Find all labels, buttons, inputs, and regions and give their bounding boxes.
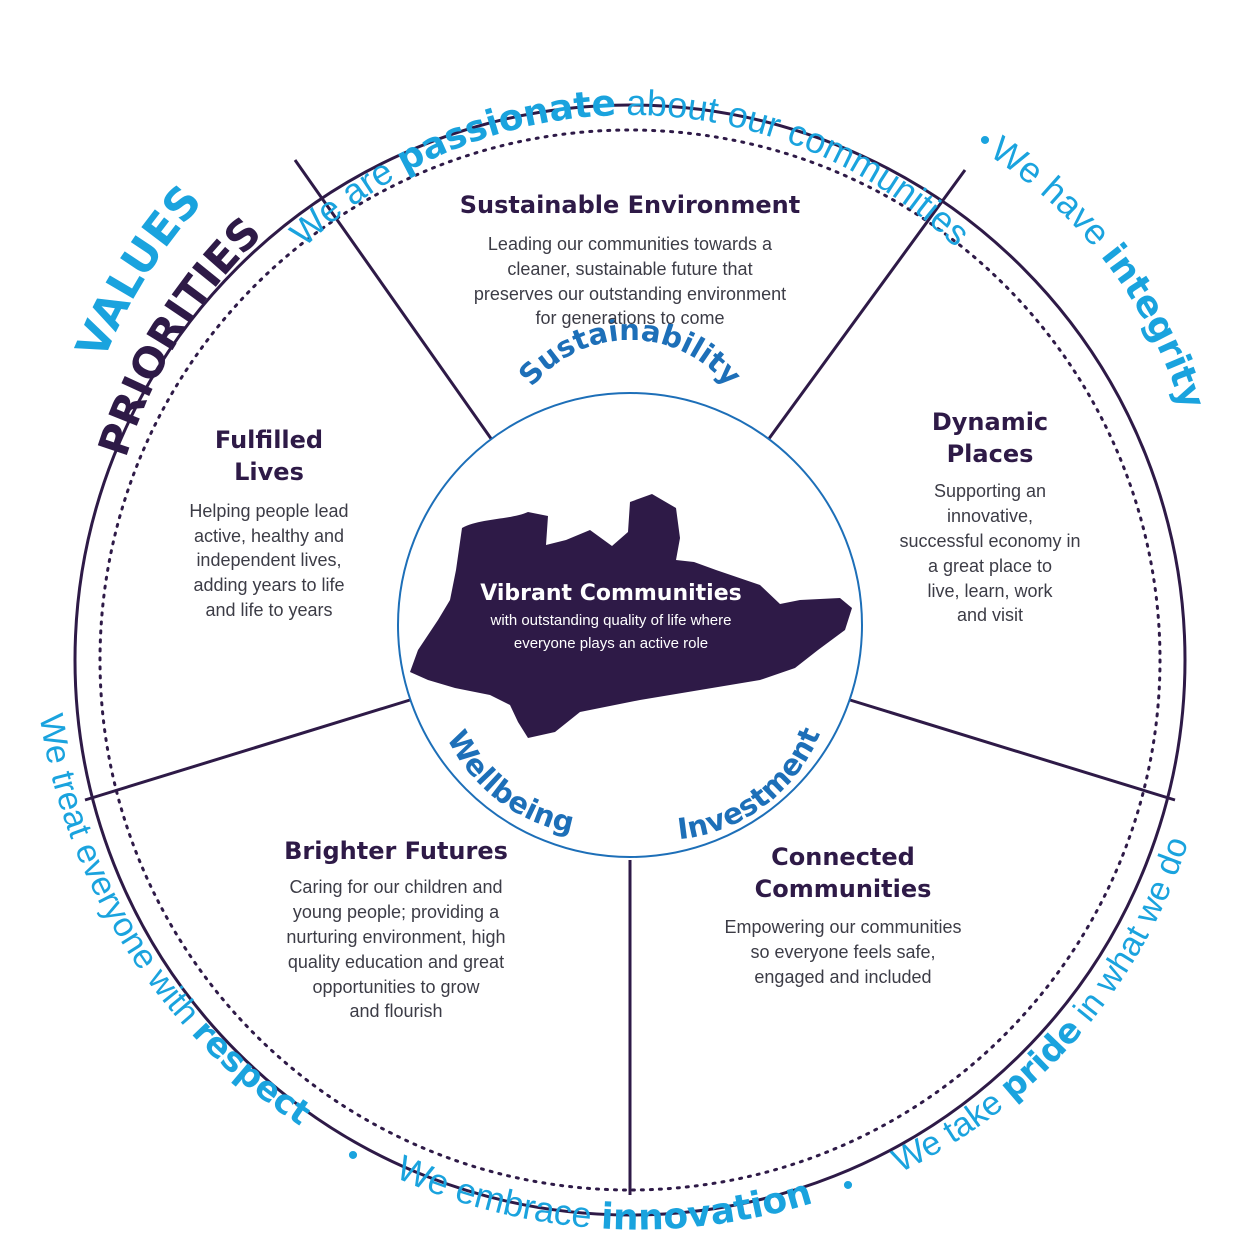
segment-title-line-2: Lives [234,458,304,486]
outer-ring [73,103,1187,1217]
segment-desc-line: and visit [957,605,1023,625]
segment-desc-line: Supporting an [934,481,1046,501]
segment-title-line-1: Fulfilled [215,426,323,454]
segment-title-line-2: Places [947,440,1034,468]
segment-desc-line: Leading our communities towards a [488,234,773,254]
value-prefix: We are [282,145,409,254]
region-map-shape [410,494,852,738]
value-prefix: We treat everyone with [32,711,213,1039]
segment-desc-line: young people; providing a [293,902,500,922]
value-respect: We treat everyone with respect [32,711,318,1134]
value-keyword: pride [992,1010,1090,1108]
separator-dot: • [348,1139,359,1172]
segment-desc-line: Caring for our children and [289,877,502,897]
separator-dot: • [980,124,991,157]
segment-desc-line: quality education and great [288,952,504,972]
center-title: Vibrant Communities [480,581,742,606]
segment-desc-line: for generations to come [535,308,724,328]
segment-desc-line: and life to years [205,600,332,620]
segment-title: Brighter Futures [284,837,508,865]
value-prefix: We take [886,1078,1017,1180]
segment-desc-line: opportunities to grow [312,977,480,997]
value-prefix: We have [984,128,1126,261]
segment-desc-line: cleaner, sustainable future that [507,259,752,279]
segment-desc-line: and flourish [349,1001,442,1021]
segment-fulfilled-lives: Fulfilled Lives Helping people lead acti… [189,426,348,620]
segment-desc-line: live, learn, work [927,581,1053,601]
segment-dividers [84,159,1176,1195]
center-description-line-2: everyone plays an active role [514,635,708,652]
value-integrity: We have integrity [984,128,1213,414]
value-suffix: in what we do [1060,832,1196,1036]
segment-desc-line: preserves our outstanding environment [474,284,786,304]
segment-desc-line: successful economy in [899,531,1080,551]
segment-title-line-2: Communities [755,875,932,903]
segment-title-line-1: Dynamic [932,408,1048,436]
segment-desc-line: adding years to life [193,575,344,595]
segment-title-line-1: Connected [771,843,915,871]
segment-desc-line: engaged and included [754,967,931,987]
segment-title: Sustainable Environment [460,191,800,219]
segment-connected-communities: Connected Communities Empowering our com… [724,843,961,987]
value-keyword: integrity [1093,236,1212,413]
center-description-line-1: with outstanding quality of life where [490,612,732,629]
segment-desc-line: active, healthy and [194,526,344,546]
segment-desc-line: nurturing environment, high [286,927,505,947]
value-passionate: We are passionate about our communities [282,82,978,254]
value-keyword: respect [184,1012,318,1134]
segment-desc-line: a great place to [928,556,1052,576]
separator-dot: • [843,1169,854,1202]
value-suffix: about our communities [616,82,979,254]
segment-desc-line: so everyone feels safe, [750,942,935,962]
segment-dynamic-places: Dynamic Places Supporting an innovative,… [899,408,1080,625]
segment-desc-line: independent lives, [196,550,341,570]
segment-brighter-futures: Brighter Futures Caring for our children… [284,837,508,1021]
segment-desc-line: Helping people lead [189,501,348,521]
value-keyword: innovation [600,1172,816,1239]
segment-sustainable-environment: Sustainable Environment Leading our comm… [460,191,800,328]
value-prefix: We embrace [391,1147,603,1237]
segment-desc-line: Empowering our communities [724,917,961,937]
value-pride: We take pride in what we do [886,832,1196,1180]
segment-desc-line: innovative, [947,506,1033,526]
dotted-ring [98,128,1162,1192]
